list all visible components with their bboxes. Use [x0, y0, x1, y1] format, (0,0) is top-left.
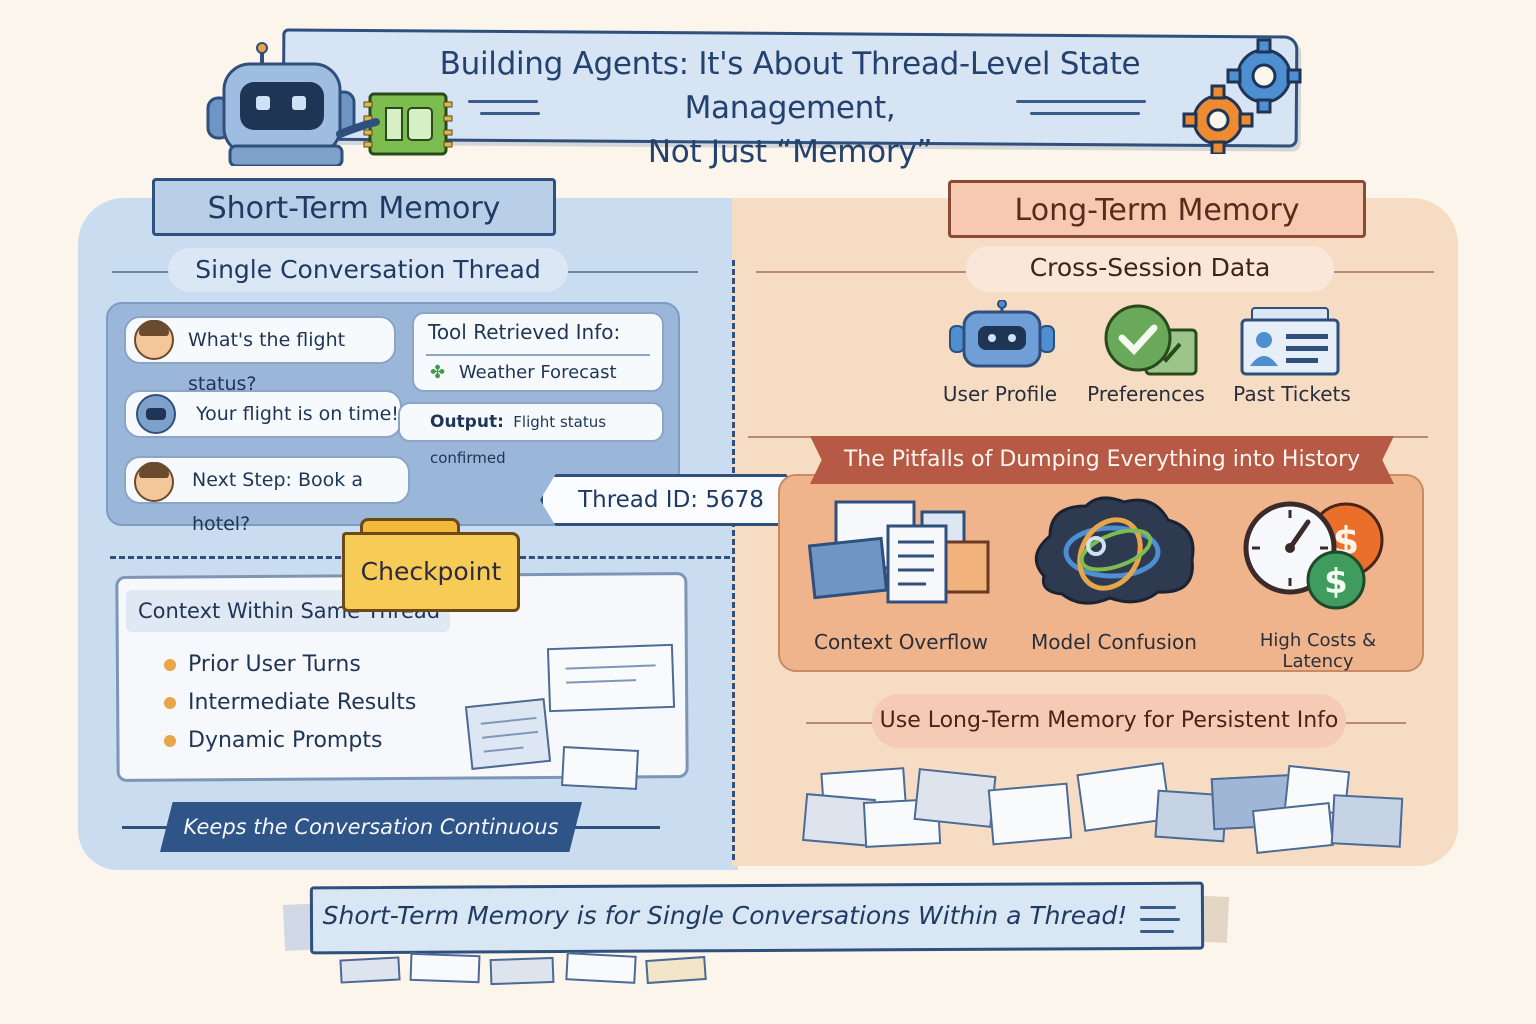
document-icon — [1251, 802, 1335, 854]
model-confusion-icon — [1034, 496, 1195, 605]
document-icon — [645, 955, 707, 985]
pitfall-high-costs: High Costs & Latency — [1259, 630, 1377, 672]
user-avatar-icon — [134, 320, 174, 360]
document-icon — [409, 952, 481, 984]
output-card: Output: Flight status confirmed — [398, 402, 664, 467]
document-icon — [561, 746, 639, 790]
speed-line — [480, 112, 540, 115]
use-long-term-pill: Use Long-Term Memory for Persistent Info — [872, 694, 1346, 748]
checkpoint-folder: Checkpoint — [342, 532, 520, 612]
single-thread-subtitle: Single Conversation Thread — [168, 248, 568, 292]
doc-line — [483, 746, 524, 753]
title-line-2: Not Just “Memory” — [647, 134, 933, 170]
bullet-dot-icon — [164, 697, 176, 709]
gears-icon — [1182, 38, 1302, 154]
doc-line — [566, 679, 637, 684]
short-term-header: Short-Term Memory — [152, 178, 556, 236]
icon-label-user-profile: User Profile — [942, 382, 1058, 406]
keeps-continuous-banner: Keeps the Conversation Continuous — [160, 802, 582, 852]
long-term-header: Long-Term Memory — [948, 180, 1366, 238]
rule — [1346, 722, 1406, 724]
robot-icon — [206, 42, 453, 166]
speed-line — [1016, 100, 1146, 103]
rule — [112, 271, 172, 273]
thread-id-tag: Thread ID: 5678 — [540, 474, 802, 526]
bullet-dot-icon — [164, 659, 176, 671]
rule — [756, 271, 966, 273]
tool-info-card: Tool Retrieved Info: ✤ Weather Forecast — [412, 312, 664, 392]
paper-pile-bottom — [339, 952, 720, 988]
speed-line — [1140, 906, 1176, 909]
speed-line — [468, 100, 538, 103]
preferences-check-icon — [1104, 304, 1198, 376]
bottom-message: Short-Term Memory is for Single Conversa… — [322, 901, 1128, 930]
rule — [568, 271, 698, 273]
rule — [122, 826, 172, 829]
tool-card-item-text: Weather Forecast — [458, 362, 617, 383]
doc-line — [565, 664, 656, 670]
cross-session-subtitle: Cross-Session Data — [966, 246, 1334, 292]
bullet-dot-icon — [164, 735, 176, 747]
document-icon — [546, 643, 676, 713]
pitfall-model-confusion: Model Confusion — [1031, 630, 1197, 654]
bullet-text: Prior User Turns — [188, 652, 361, 677]
context-bullet: Prior User Turns — [164, 648, 504, 682]
tool-card-item: ✤ Weather Forecast — [430, 362, 617, 383]
user-profile-robot-icon — [949, 300, 1055, 368]
speed-line — [1140, 930, 1174, 933]
document-icon — [489, 956, 555, 986]
chat-text: What's the flight status? — [188, 329, 346, 395]
document-icon — [339, 956, 401, 984]
bullet-text: Intermediate Results — [188, 690, 417, 715]
panel-divider — [732, 260, 735, 860]
chat-text: Your flight is on time! — [196, 403, 399, 425]
context-overflow-icon — [807, 500, 990, 604]
speed-line — [1030, 112, 1140, 115]
clover-icon: ✤ — [430, 362, 446, 383]
tool-card-rule — [426, 354, 650, 356]
tool-card-title: Tool Retrieved Info: — [428, 320, 621, 344]
high-costs-latency-icon: $ $ — [1243, 501, 1384, 610]
document-icon — [987, 782, 1073, 846]
speed-line — [1140, 918, 1180, 921]
output-value: Flight status confirmed — [430, 413, 607, 467]
dashed-separator — [520, 556, 730, 559]
icon-label-past-tickets: Past Tickets — [1233, 382, 1351, 406]
past-tickets-icon — [1240, 307, 1340, 376]
pitfalls-banner: The Pitfalls of Dumping Everything into … — [810, 436, 1394, 484]
document-icon — [565, 952, 637, 984]
pitfall-context-overflow: Context Overflow — [813, 630, 988, 654]
bot-avatar-icon — [136, 394, 176, 434]
svg-text:$: $ — [1324, 562, 1348, 602]
document-icon — [464, 697, 552, 771]
rule — [570, 826, 660, 829]
document-icon — [1330, 794, 1404, 848]
chat-text: Next Step: Book a hotel? — [192, 469, 363, 535]
context-bullet: Dynamic Prompts — [164, 724, 504, 758]
dashed-separator — [110, 556, 350, 559]
rule — [806, 722, 876, 724]
title-line-1: Building Agents: It's About Thread-Level… — [439, 46, 1141, 126]
doc-line — [482, 730, 539, 739]
page-title: Building Agents: It's About Thread-Level… — [330, 42, 1250, 174]
context-list: Prior User Turns Intermediate Results Dy… — [164, 648, 504, 758]
output-label: Output: — [430, 412, 504, 432]
bullet-text: Dynamic Prompts — [188, 728, 383, 753]
paper-pile — [792, 762, 1428, 858]
document-icon — [913, 768, 997, 828]
icon-label-preferences: Preferences — [1087, 382, 1205, 406]
user-avatar-icon — [134, 462, 174, 502]
doc-line — [480, 716, 537, 725]
rule — [1334, 271, 1434, 273]
context-bullet: Intermediate Results — [164, 686, 504, 720]
